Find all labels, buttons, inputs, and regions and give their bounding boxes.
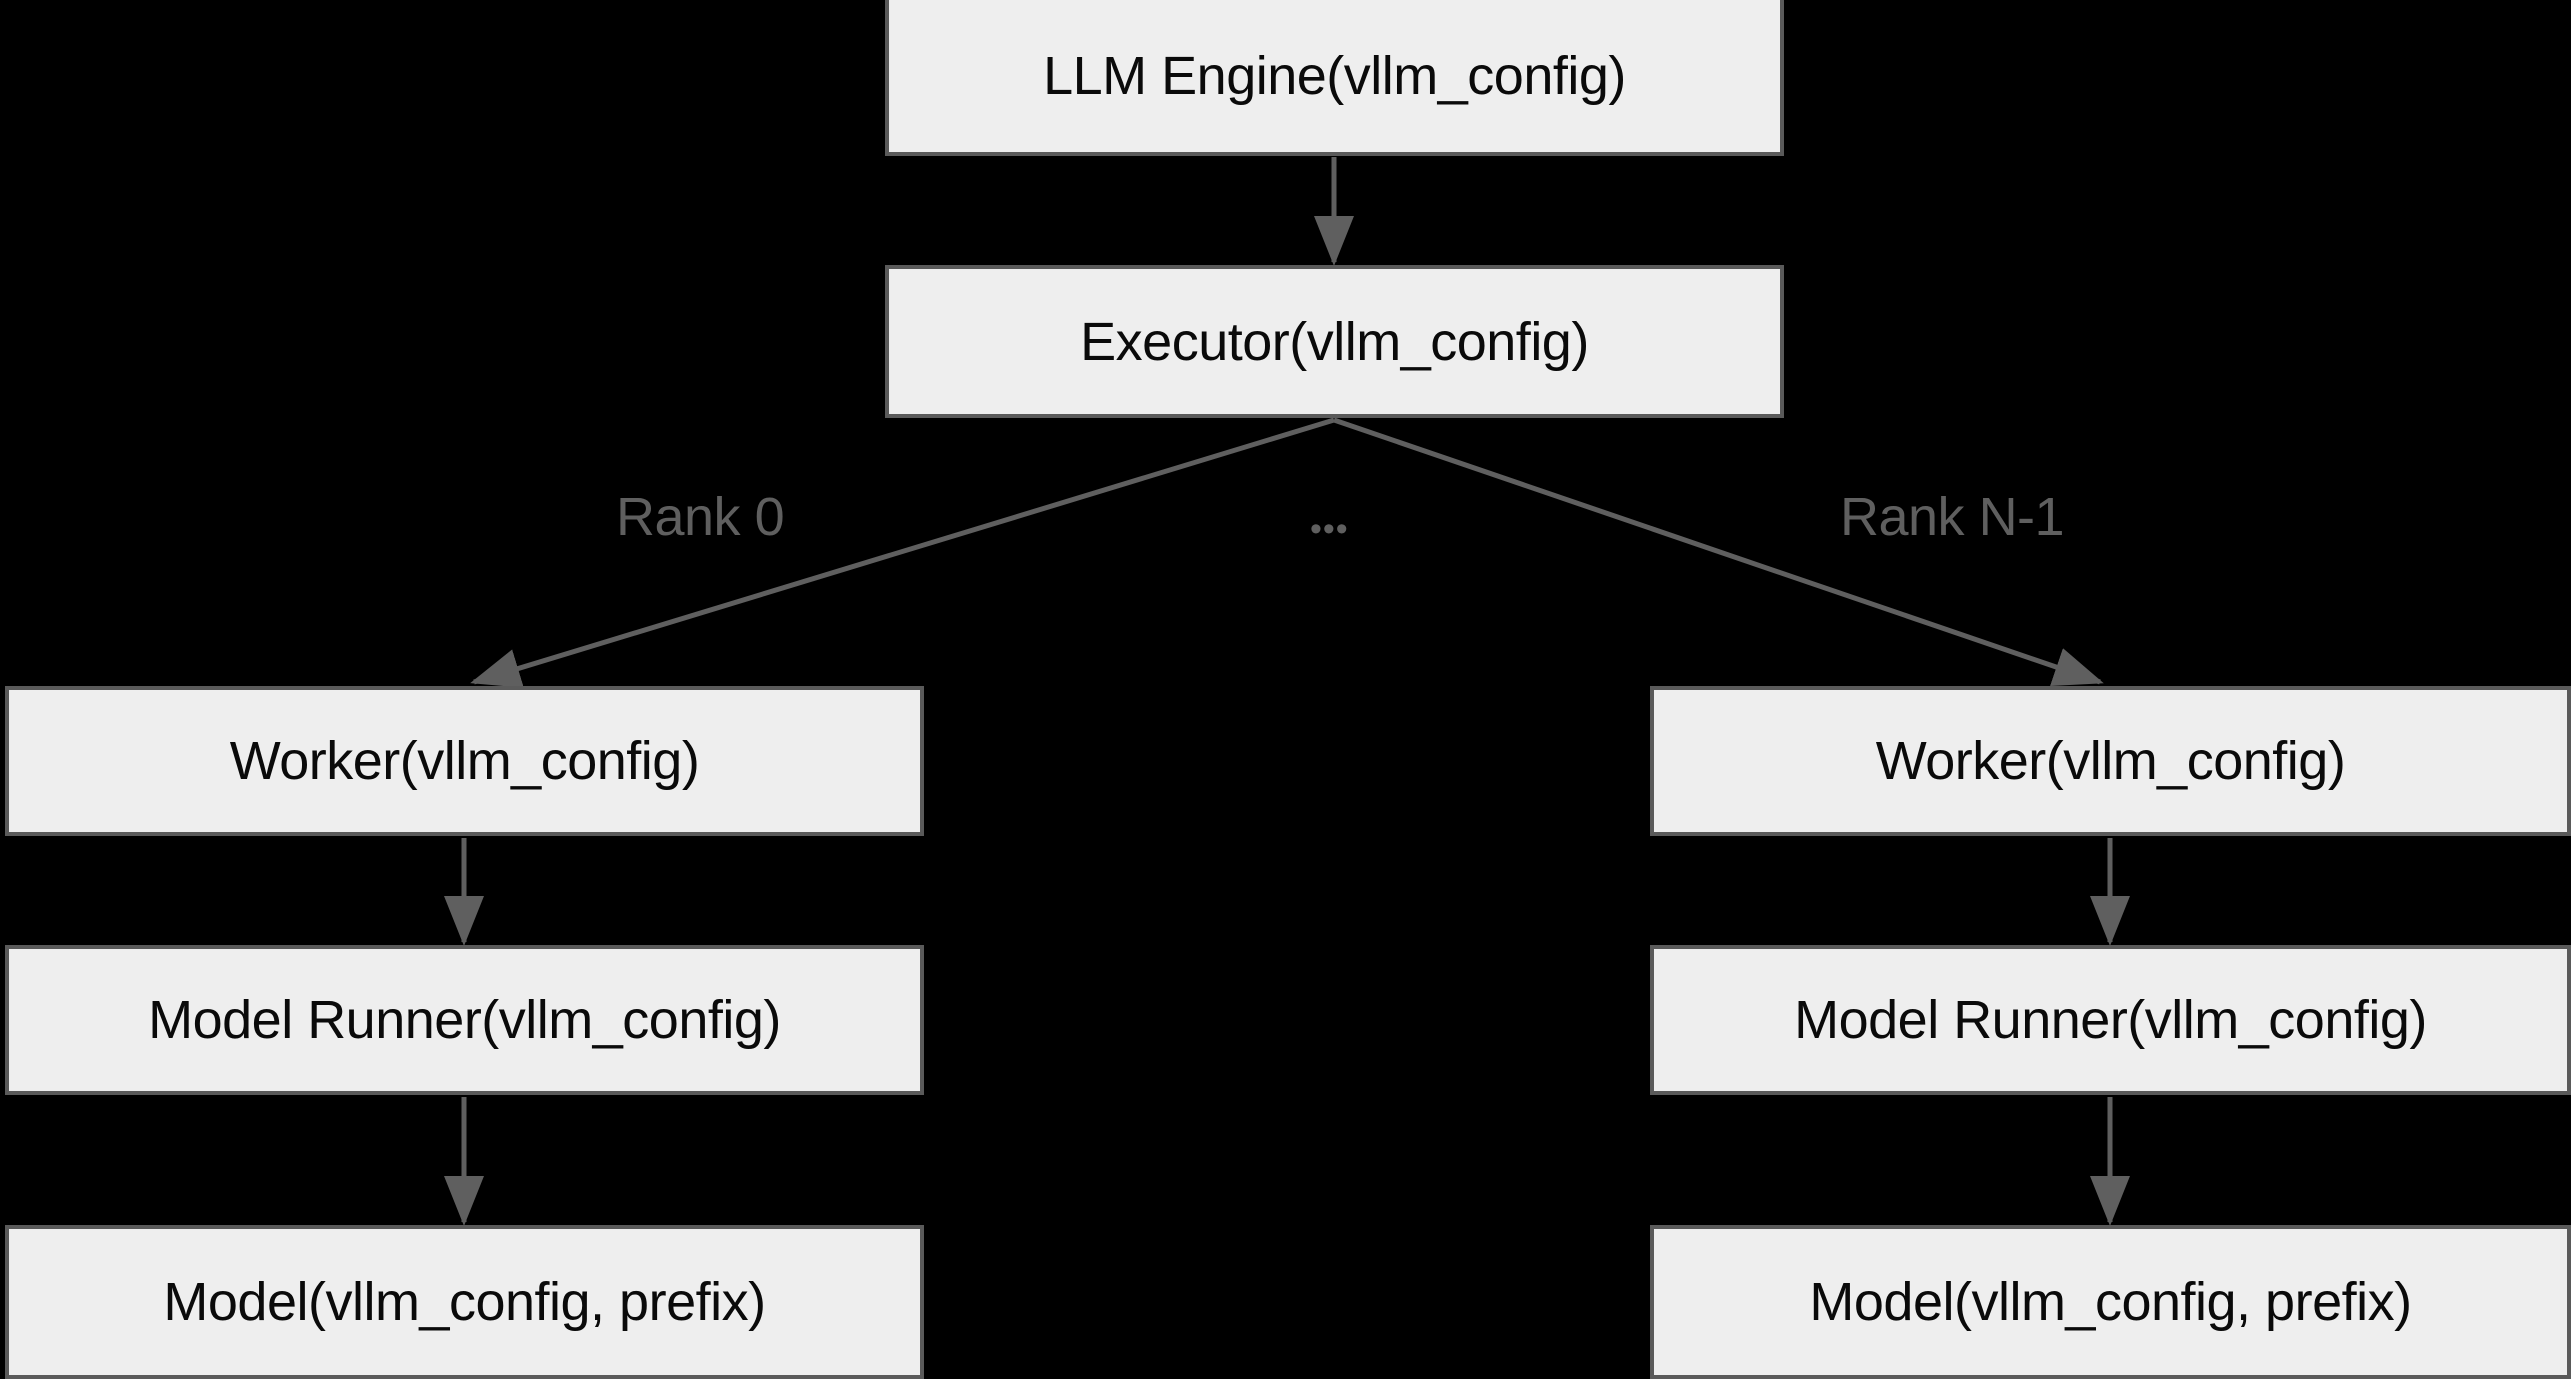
node-model-runner-rank-n[interactable]: Model Runner(vllm_config)	[1650, 945, 2571, 1095]
node-model-rank-0-label: Model(vllm_config, prefix)	[163, 1272, 766, 1332]
node-worker-rank-0-label: Worker(vllm_config)	[229, 731, 700, 791]
node-model-rank-n-label: Model(vllm_config, prefix)	[1809, 1272, 2412, 1332]
node-model-runner-rank-0[interactable]: Model Runner(vllm_config)	[5, 945, 924, 1095]
node-llm-engine[interactable]: LLM Engine(vllm_config)	[885, 0, 1784, 156]
node-model-runner-rank-0-label: Model Runner(vllm_config)	[148, 990, 781, 1050]
node-model-rank-n[interactable]: Model(vllm_config, prefix)	[1650, 1225, 2571, 1379]
edge-label-rank-n: Rank N-1	[1840, 487, 2065, 547]
node-worker-rank-n-label: Worker(vllm_config)	[1875, 731, 2346, 791]
node-executor-label: Executor(vllm_config)	[1080, 311, 1589, 372]
node-model-runner-rank-n-label: Model Runner(vllm_config)	[1794, 990, 2427, 1050]
edge-executor-to-worker-0	[470, 417, 1335, 688]
node-model-rank-0[interactable]: Model(vllm_config, prefix)	[5, 1225, 924, 1379]
edge-executor-to-worker-n	[1333, 417, 2104, 687]
edge-label-rank-0: Rank 0	[616, 487, 785, 547]
edge-label-ellipsis: •••	[1310, 510, 1349, 548]
node-worker-rank-n[interactable]: Worker(vllm_config)	[1650, 686, 2571, 836]
node-executor[interactable]: Executor(vllm_config)	[885, 265, 1784, 418]
node-llm-engine-label: LLM Engine(vllm_config)	[1043, 46, 1626, 106]
node-worker-rank-0[interactable]: Worker(vllm_config)	[5, 686, 924, 836]
